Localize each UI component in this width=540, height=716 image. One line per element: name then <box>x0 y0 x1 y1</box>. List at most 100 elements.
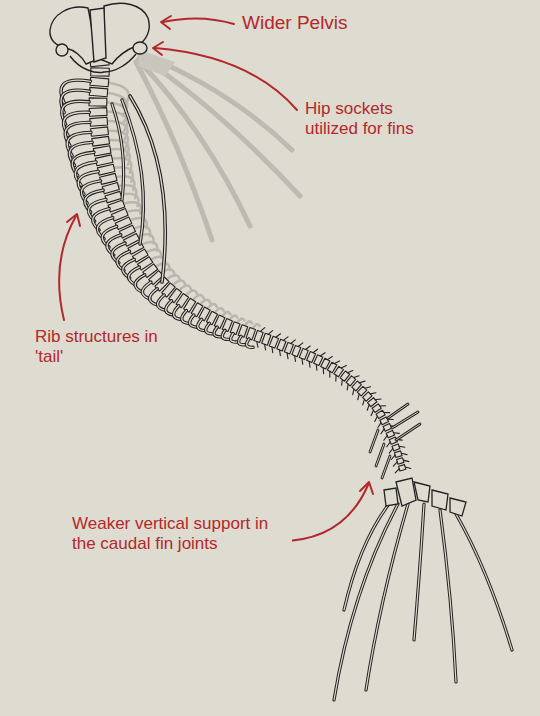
vertebra <box>92 136 110 146</box>
spinous-process <box>363 399 365 405</box>
rib-shadow <box>222 312 230 316</box>
spinous-process <box>375 398 381 400</box>
spinous-process <box>260 328 264 332</box>
vertebra <box>254 330 263 342</box>
rib <box>239 336 245 344</box>
rib <box>190 315 197 327</box>
arrow-head <box>360 482 373 494</box>
rib <box>239 336 245 344</box>
spinous-process <box>403 460 409 462</box>
hip-socket <box>56 44 68 56</box>
spinous-process <box>329 371 330 377</box>
annotation-label: Rib structures in 'tail' <box>33 327 173 367</box>
spinous-process <box>291 340 296 344</box>
vertebra <box>399 465 406 471</box>
spinous-process <box>380 405 386 406</box>
fin-ray-shadow <box>136 62 212 240</box>
caudal-fin-ray <box>440 510 456 682</box>
arrow-head <box>153 42 163 55</box>
rib-shadow <box>207 304 217 309</box>
vertebra <box>95 155 113 166</box>
rib-shadow <box>173 281 186 286</box>
spinous-process <box>367 405 369 411</box>
fin-spine <box>370 430 378 452</box>
spinous-process <box>389 449 393 454</box>
spinous-process <box>359 381 365 383</box>
rib-shadow <box>179 286 191 291</box>
fin-spine <box>376 444 384 466</box>
caudal-fin-ray <box>334 504 398 700</box>
spinous-process <box>353 389 354 395</box>
fin-ray <box>112 104 124 200</box>
annotation-label: Weaker vertical support in the caudal fi… <box>70 514 292 554</box>
rib <box>206 323 213 334</box>
spinous-process <box>395 469 399 473</box>
fin-ray <box>130 96 165 282</box>
annotation-label: Hip sockets utilized for fins <box>303 99 448 139</box>
vertebra <box>90 117 108 126</box>
caudal-fin-ray <box>344 500 392 610</box>
rib-shadow <box>193 295 204 300</box>
caudal-fin-ray <box>440 510 456 682</box>
spinous-process <box>405 467 411 469</box>
vertebra <box>91 127 109 136</box>
spinous-process <box>265 344 266 350</box>
spinous-process <box>327 357 332 360</box>
rib <box>150 289 158 305</box>
spinous-process <box>335 375 336 381</box>
caudal-fin-base <box>384 478 466 516</box>
caudal-fin-ray <box>456 514 512 650</box>
spinous-process <box>370 393 376 394</box>
rib <box>222 330 229 339</box>
ilium-right <box>102 3 149 64</box>
caudal-fin-ray <box>414 504 424 640</box>
vertebra <box>383 424 392 432</box>
spinous-process <box>306 346 311 350</box>
rib-shadow <box>230 316 238 320</box>
vertebra <box>89 87 108 96</box>
rib <box>198 319 205 330</box>
fin-ray <box>112 104 124 200</box>
vertebra <box>89 98 107 106</box>
vertebra <box>397 458 404 464</box>
spinous-process <box>298 343 303 347</box>
caudal-fin-ray <box>334 504 398 700</box>
rib-shadow <box>186 291 198 296</box>
vertebra <box>299 348 308 359</box>
vertebra <box>277 339 286 351</box>
spinous-process <box>323 368 324 374</box>
spinous-process <box>384 412 390 413</box>
spinous-process <box>271 347 273 353</box>
spinous-process <box>257 342 258 348</box>
spinous-process <box>381 429 384 434</box>
fin-plate <box>396 478 416 506</box>
leader-line <box>163 18 234 24</box>
vertebra <box>392 444 400 451</box>
spinous-process <box>347 384 348 390</box>
spinous-process <box>294 356 296 362</box>
fin-spine <box>370 430 378 452</box>
spinous-process <box>393 462 397 466</box>
rib-shadow <box>200 300 210 305</box>
fin-plate <box>414 482 430 502</box>
leader-line <box>59 216 76 320</box>
spinous-process <box>348 371 353 373</box>
fin-ray <box>130 96 165 282</box>
fin-plate <box>450 498 466 516</box>
pelvis <box>50 3 149 72</box>
caudal-fin-ray <box>456 514 512 650</box>
spinous-process <box>301 359 303 365</box>
vertebra <box>97 164 115 175</box>
fin-spine <box>388 404 408 418</box>
spinous-process <box>341 366 346 368</box>
spinous-process <box>313 349 318 353</box>
skeleton <box>61 57 512 700</box>
fin-ray-shadow <box>140 56 300 196</box>
vertebra <box>284 342 293 354</box>
fin-spine <box>382 456 390 478</box>
fin-plate <box>432 490 448 510</box>
vertebra <box>394 451 402 458</box>
leader-arrows <box>59 16 373 541</box>
pubis <box>70 54 136 72</box>
rib-shadow <box>237 319 244 323</box>
